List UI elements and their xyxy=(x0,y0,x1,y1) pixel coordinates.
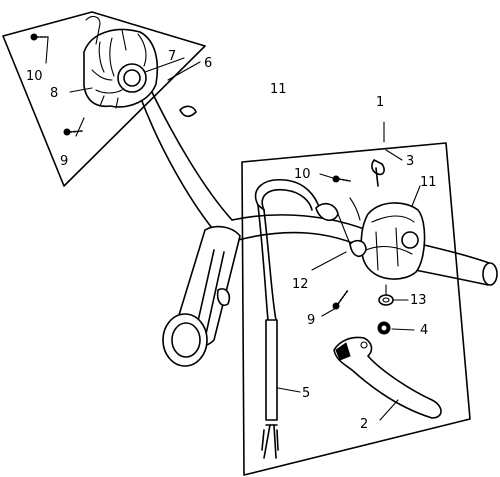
callout-6: 6 xyxy=(204,56,212,71)
leader-lines xyxy=(45,37,421,421)
callout-1: 1 xyxy=(376,95,384,110)
handlebar-tube xyxy=(139,87,498,286)
callout-5: 5 xyxy=(302,386,310,401)
callout-12: 12 xyxy=(292,277,309,292)
brake-lever xyxy=(333,336,442,419)
left-grip xyxy=(162,225,241,367)
callout-labels: 1 3 10 11 11 12 9 13 4 5 2 6 7 8 10 9 xyxy=(26,49,437,432)
callout-11-top: 11 xyxy=(270,82,287,97)
right-lever-housing xyxy=(315,197,426,280)
callout-9-left: 9 xyxy=(60,154,68,169)
right-screw-upper xyxy=(332,175,351,183)
right-assembly-panel xyxy=(241,142,471,476)
callout-2: 2 xyxy=(360,417,368,432)
left-switch-housing xyxy=(83,15,159,109)
callout-10-right: 10 xyxy=(294,167,311,182)
callout-9-right: 9 xyxy=(307,313,315,328)
callout-4: 4 xyxy=(420,323,428,338)
right-screw-lower xyxy=(332,289,349,310)
washer xyxy=(378,284,394,306)
callout-11-right: 11 xyxy=(420,175,437,190)
brake-cable xyxy=(254,179,321,459)
callout-8: 8 xyxy=(50,86,58,101)
callout-13: 13 xyxy=(410,293,427,308)
left-inset-panel xyxy=(2,11,206,187)
callout-3: 3 xyxy=(406,154,414,169)
nut xyxy=(377,321,391,335)
callout-10-left: 10 xyxy=(26,69,43,84)
callout-7: 7 xyxy=(168,49,176,64)
clip-part xyxy=(371,159,385,187)
left-screw-lower xyxy=(63,128,83,136)
left-screw-upper xyxy=(30,33,49,41)
